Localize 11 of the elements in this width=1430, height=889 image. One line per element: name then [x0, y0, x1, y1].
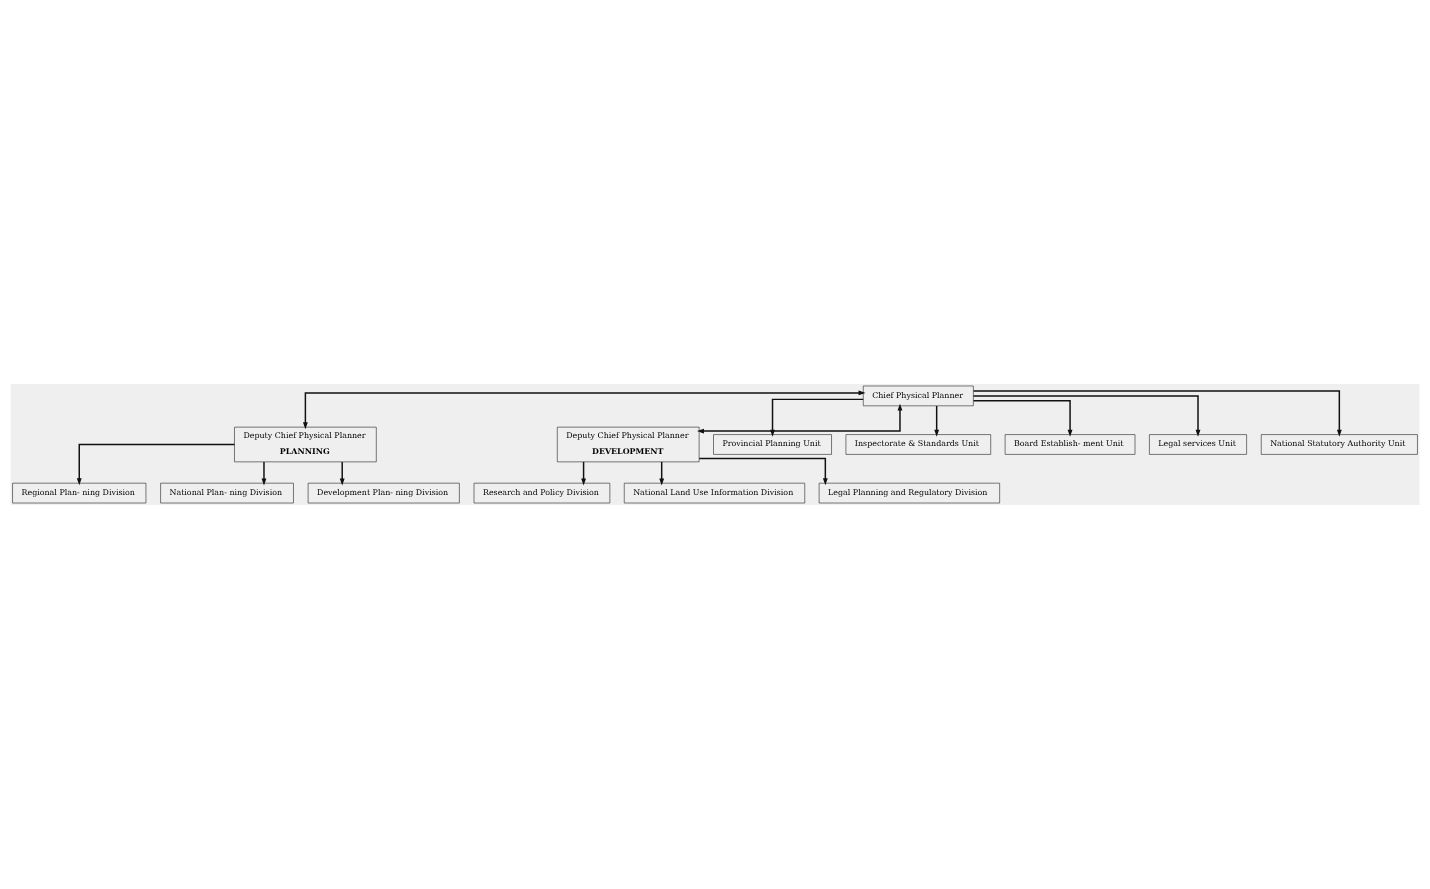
- arrow: [261, 461, 267, 486]
- arrow: [302, 390, 866, 430]
- arrow: [972, 395, 1201, 437]
- arrow: [339, 461, 345, 486]
- arrow: [934, 405, 940, 437]
- arrow: [698, 457, 828, 486]
- arrow: [697, 403, 903, 434]
- arrow: [972, 390, 1342, 437]
- arrow: [770, 398, 864, 437]
- arrow: [76, 443, 236, 486]
- arrow: [972, 400, 1073, 437]
